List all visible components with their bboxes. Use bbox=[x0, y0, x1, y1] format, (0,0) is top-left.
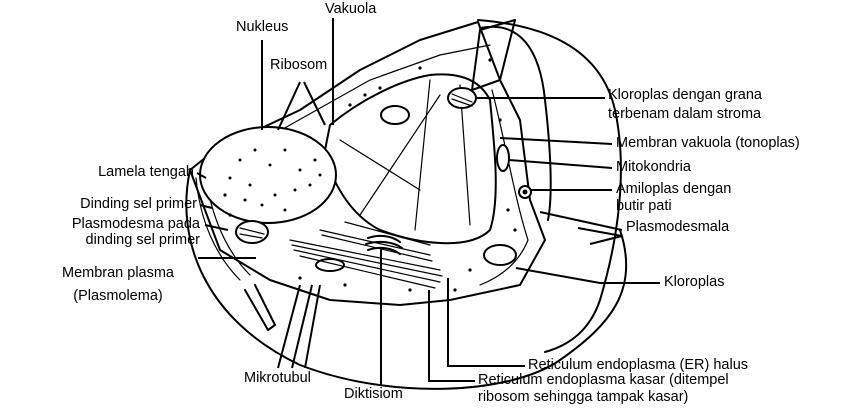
label-dinding-sel-primer: Dinding sel primer bbox=[0, 197, 197, 212]
label-kloroplas: Kloroplas bbox=[664, 275, 724, 290]
label-membran-plasma-line1: Membran plasma bbox=[28, 266, 208, 281]
label-kloroplas-grana-line1: Kloroplas dengan grana bbox=[608, 88, 762, 103]
chloroplast-3 bbox=[484, 245, 516, 265]
leader-mitokondria bbox=[509, 160, 612, 168]
label-nukleus: Nukleus bbox=[236, 20, 288, 35]
label-kloroplas-grana-line2: terbenam dalam stroma bbox=[608, 107, 761, 122]
leader-plasmodesma bbox=[205, 225, 228, 230]
leader-ribosom-b bbox=[304, 82, 325, 125]
label-er-kasar-line1: Reticulum endoplasma kasar (ditempel bbox=[478, 373, 729, 388]
leader-dinding bbox=[200, 205, 212, 208]
leader-mikrotubul-a bbox=[278, 285, 300, 368]
label-amiloplas-line2: butir pati bbox=[616, 199, 672, 214]
upper-wall-flap bbox=[478, 20, 621, 352]
label-membran-vakuola: Membran vakuola (tonoplas) bbox=[616, 136, 800, 151]
leader-kloroplas bbox=[516, 268, 660, 283]
label-mikrotubul: Mikrotubul bbox=[244, 371, 311, 386]
leader-ribosom-a bbox=[278, 82, 300, 130]
chloroplast-2 bbox=[236, 221, 268, 243]
vacuole-strand-2 bbox=[415, 80, 430, 230]
label-er-halus: Reticulum endoplasma (ER) halus bbox=[528, 358, 748, 373]
mitochondrion-1 bbox=[497, 145, 509, 171]
label-er-kasar-line2: ribosom sehingga tampak kasar) bbox=[478, 390, 688, 405]
label-vakuola: Vakuola bbox=[325, 2, 376, 17]
label-mitokondria: Mitokondria bbox=[616, 160, 691, 175]
leader-plasmodesmala-c bbox=[590, 236, 622, 244]
label-amiloplas-line1: Amiloplas dengan bbox=[616, 182, 731, 197]
nucleus-shape bbox=[200, 127, 336, 223]
wall-fold bbox=[245, 285, 275, 330]
label-ribosom: Ribosom bbox=[270, 58, 327, 73]
label-membran-plasma-line2: (Plasmolema) bbox=[28, 289, 208, 304]
label-diktisiom: Diktisiom bbox=[344, 387, 403, 402]
label-plasmodesma-line1: Plasmodesma pada bbox=[0, 217, 200, 232]
er-stacks bbox=[290, 222, 442, 288]
leader-mikrotubul-b bbox=[292, 285, 312, 368]
leader-mikrotubul-c bbox=[305, 285, 320, 368]
leader-plasmodesmala-a bbox=[540, 212, 622, 230]
vacuole-strand-1 bbox=[340, 140, 420, 190]
label-lamela-tengah: Lamela tengah bbox=[0, 165, 194, 180]
leader-membran-vakuola bbox=[500, 138, 612, 144]
leader-er-kasar bbox=[429, 290, 475, 381]
chloroplast-4 bbox=[381, 106, 409, 124]
label-plasmodesma-line2: dinding sel primer bbox=[0, 233, 200, 248]
label-plasmodesmala: Plasmodesmala bbox=[626, 220, 729, 235]
